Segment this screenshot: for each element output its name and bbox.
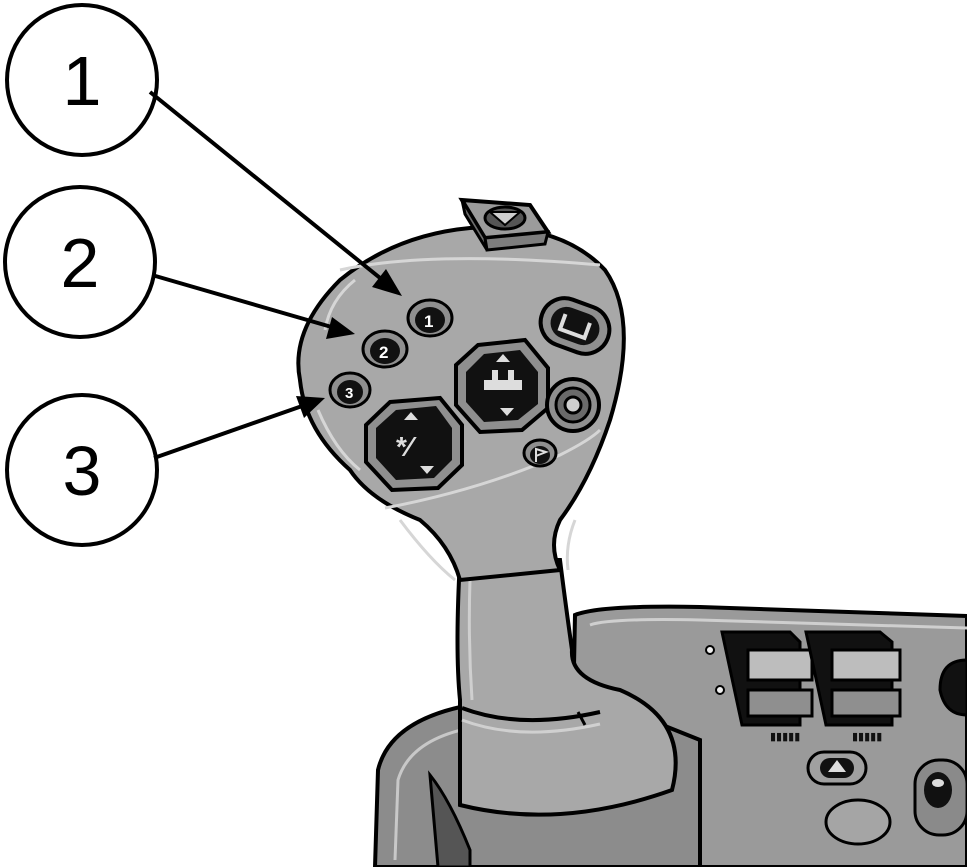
- callout-2-label: 2: [61, 224, 100, 302]
- return-arrow-icon: [557, 313, 592, 341]
- callout-1-label: 1: [63, 42, 102, 120]
- small-flag-button[interactable]: [522, 438, 558, 468]
- leader-arrow-3: [153, 396, 325, 460]
- drive-mode-button[interactable]: *⁄: [364, 395, 464, 493]
- svg-text:▮▮▮▮▮: ▮▮▮▮▮: [852, 731, 882, 743]
- flag-icon: [535, 447, 550, 462]
- rocker-switch-right[interactable]: ▮▮▮▮▮: [804, 630, 902, 743]
- callout-1: 1: [5, 3, 159, 157]
- rocker-switch-left[interactable]: ▮▮▮▮▮: [720, 630, 814, 743]
- svg-text:▮▮▮▮▮: ▮▮▮▮▮: [770, 731, 800, 743]
- console-oval-button[interactable]: [824, 798, 892, 846]
- indicator-dot: [705, 645, 715, 655]
- console-knob[interactable]: [938, 658, 967, 717]
- callout-2: 2: [3, 185, 157, 339]
- console-pill-button[interactable]: [806, 750, 868, 786]
- headland-button[interactable]: [534, 291, 616, 360]
- joystick-button-3[interactable]: 3: [328, 371, 372, 409]
- indicator-dot: [715, 685, 725, 695]
- leader-arrow-2: [151, 273, 355, 339]
- joystick-button-2[interactable]: 2: [361, 329, 409, 369]
- callout-3: 3: [5, 393, 159, 547]
- joystick-shaft: [455, 558, 678, 817]
- round-knob[interactable]: [545, 377, 601, 433]
- console: ▮▮▮▮▮ ▮▮▮▮▮: [372, 604, 967, 867]
- joystick-head: 1 2 3 *⁄: [296, 197, 626, 583]
- joystick-button-3-label: 3: [345, 385, 353, 402]
- joystick-button-1[interactable]: 1: [406, 298, 454, 338]
- callout-3-label: 3: [63, 432, 102, 510]
- joystick-button-2-label: 2: [379, 343, 388, 362]
- console-toggle-right[interactable]: [913, 758, 967, 837]
- leader-arrow-1: [148, 90, 402, 296]
- hitch-icon: [484, 380, 522, 390]
- hitch-control-button[interactable]: [454, 337, 550, 435]
- top-switch[interactable]: [458, 197, 552, 252]
- joystick-button-1-label: 1: [424, 312, 433, 331]
